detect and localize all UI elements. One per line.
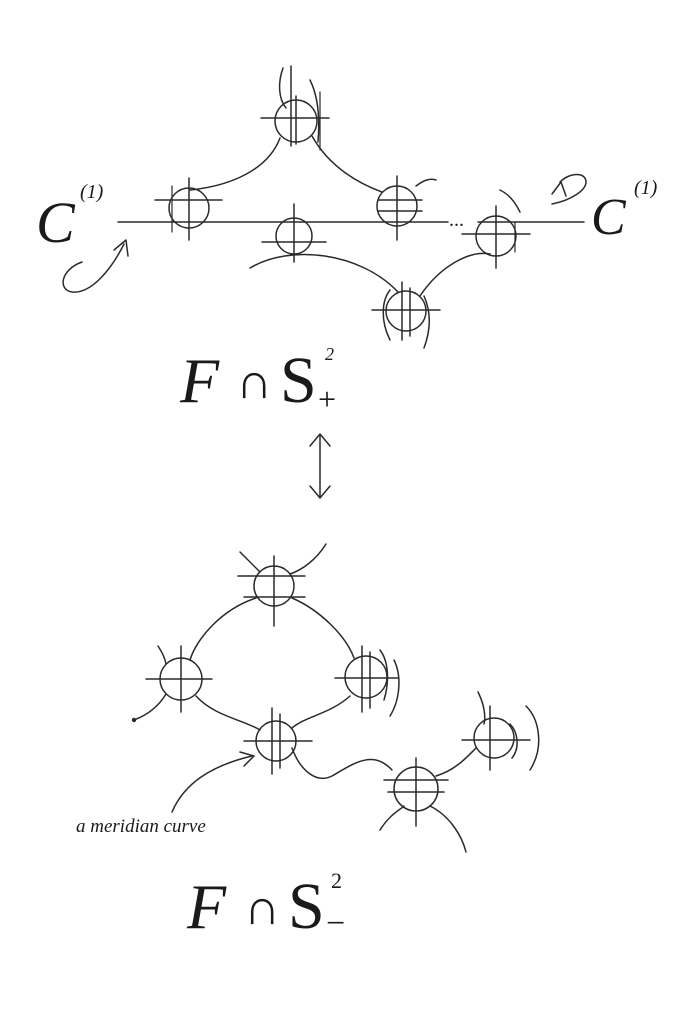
bottom-surface-label-s: S: [288, 870, 325, 943]
top-arc: [189, 137, 281, 191]
bottom-endpoint-dot: [131, 717, 137, 723]
bottom-arc: [157, 645, 167, 665]
top-surface-diagram: ... C (1) C (1) F ∩ S 2 +: [36, 65, 658, 417]
curved-arrow-icon: [62, 239, 129, 293]
top-arc: [419, 252, 491, 297]
bottom-arc: [509, 723, 518, 759]
top-arc: [423, 295, 430, 349]
bottom-arc: [435, 747, 477, 777]
top-surface-label-cap: ∩: [236, 353, 272, 409]
bottom-arc: [289, 543, 327, 575]
top-ellipsis: ...: [449, 209, 464, 231]
top-arc: [382, 289, 391, 341]
top-arc: [499, 189, 521, 213]
c-left-label: C: [36, 190, 76, 255]
top-surface-label-s: S: [280, 344, 317, 417]
top-surface-label-sub: +: [318, 381, 336, 417]
bottom-arc: [379, 805, 405, 831]
bottom-surface-label-cap: ∩: [244, 879, 280, 935]
bottom-arc: [195, 695, 261, 731]
top-arc: [309, 79, 320, 143]
bottom-arc: [525, 705, 540, 771]
bottom-surface-label-f: F: [186, 871, 227, 942]
top-arc: [249, 253, 399, 293]
bottom-arc: [291, 597, 355, 659]
bottom-arc: [189, 597, 257, 661]
bottom-arc: [429, 805, 467, 853]
annotation-arrow-icon: [171, 751, 255, 813]
bottom-arc: [133, 693, 167, 721]
bottom-arc: [291, 747, 393, 779]
top-surface-label-f: F: [179, 345, 220, 416]
bottom-node-circle: [473, 717, 515, 759]
bottom-arc: [389, 659, 400, 717]
c-right-label: C: [591, 189, 627, 246]
bottom-surface-label-sup: 2: [331, 868, 342, 893]
bottom-surface-label-sub: −: [326, 905, 345, 942]
bottom-surface-diagram: a meridian curve F ∩ S 2 −: [76, 543, 540, 943]
c-right-superscript: (1): [634, 177, 658, 199]
c-left-superscript: (1): [80, 181, 104, 203]
meridian-curve-annotation: a meridian curve: [76, 816, 206, 837]
top-node-circle: [385, 290, 427, 332]
bottom-arc: [379, 649, 389, 701]
bottom-arc: [477, 691, 486, 725]
top-arc: [311, 135, 383, 193]
curved-arrow-icon: [551, 173, 587, 205]
top-surface-label-sup: 2: [325, 344, 334, 364]
double-headed-vertical-arrow-icon: [309, 433, 331, 499]
bottom-arc: [291, 695, 351, 729]
top-arc: [415, 178, 437, 187]
bottom-node-circle: [344, 655, 388, 699]
bottom-arc: [239, 551, 261, 573]
top-arc: [278, 67, 287, 109]
